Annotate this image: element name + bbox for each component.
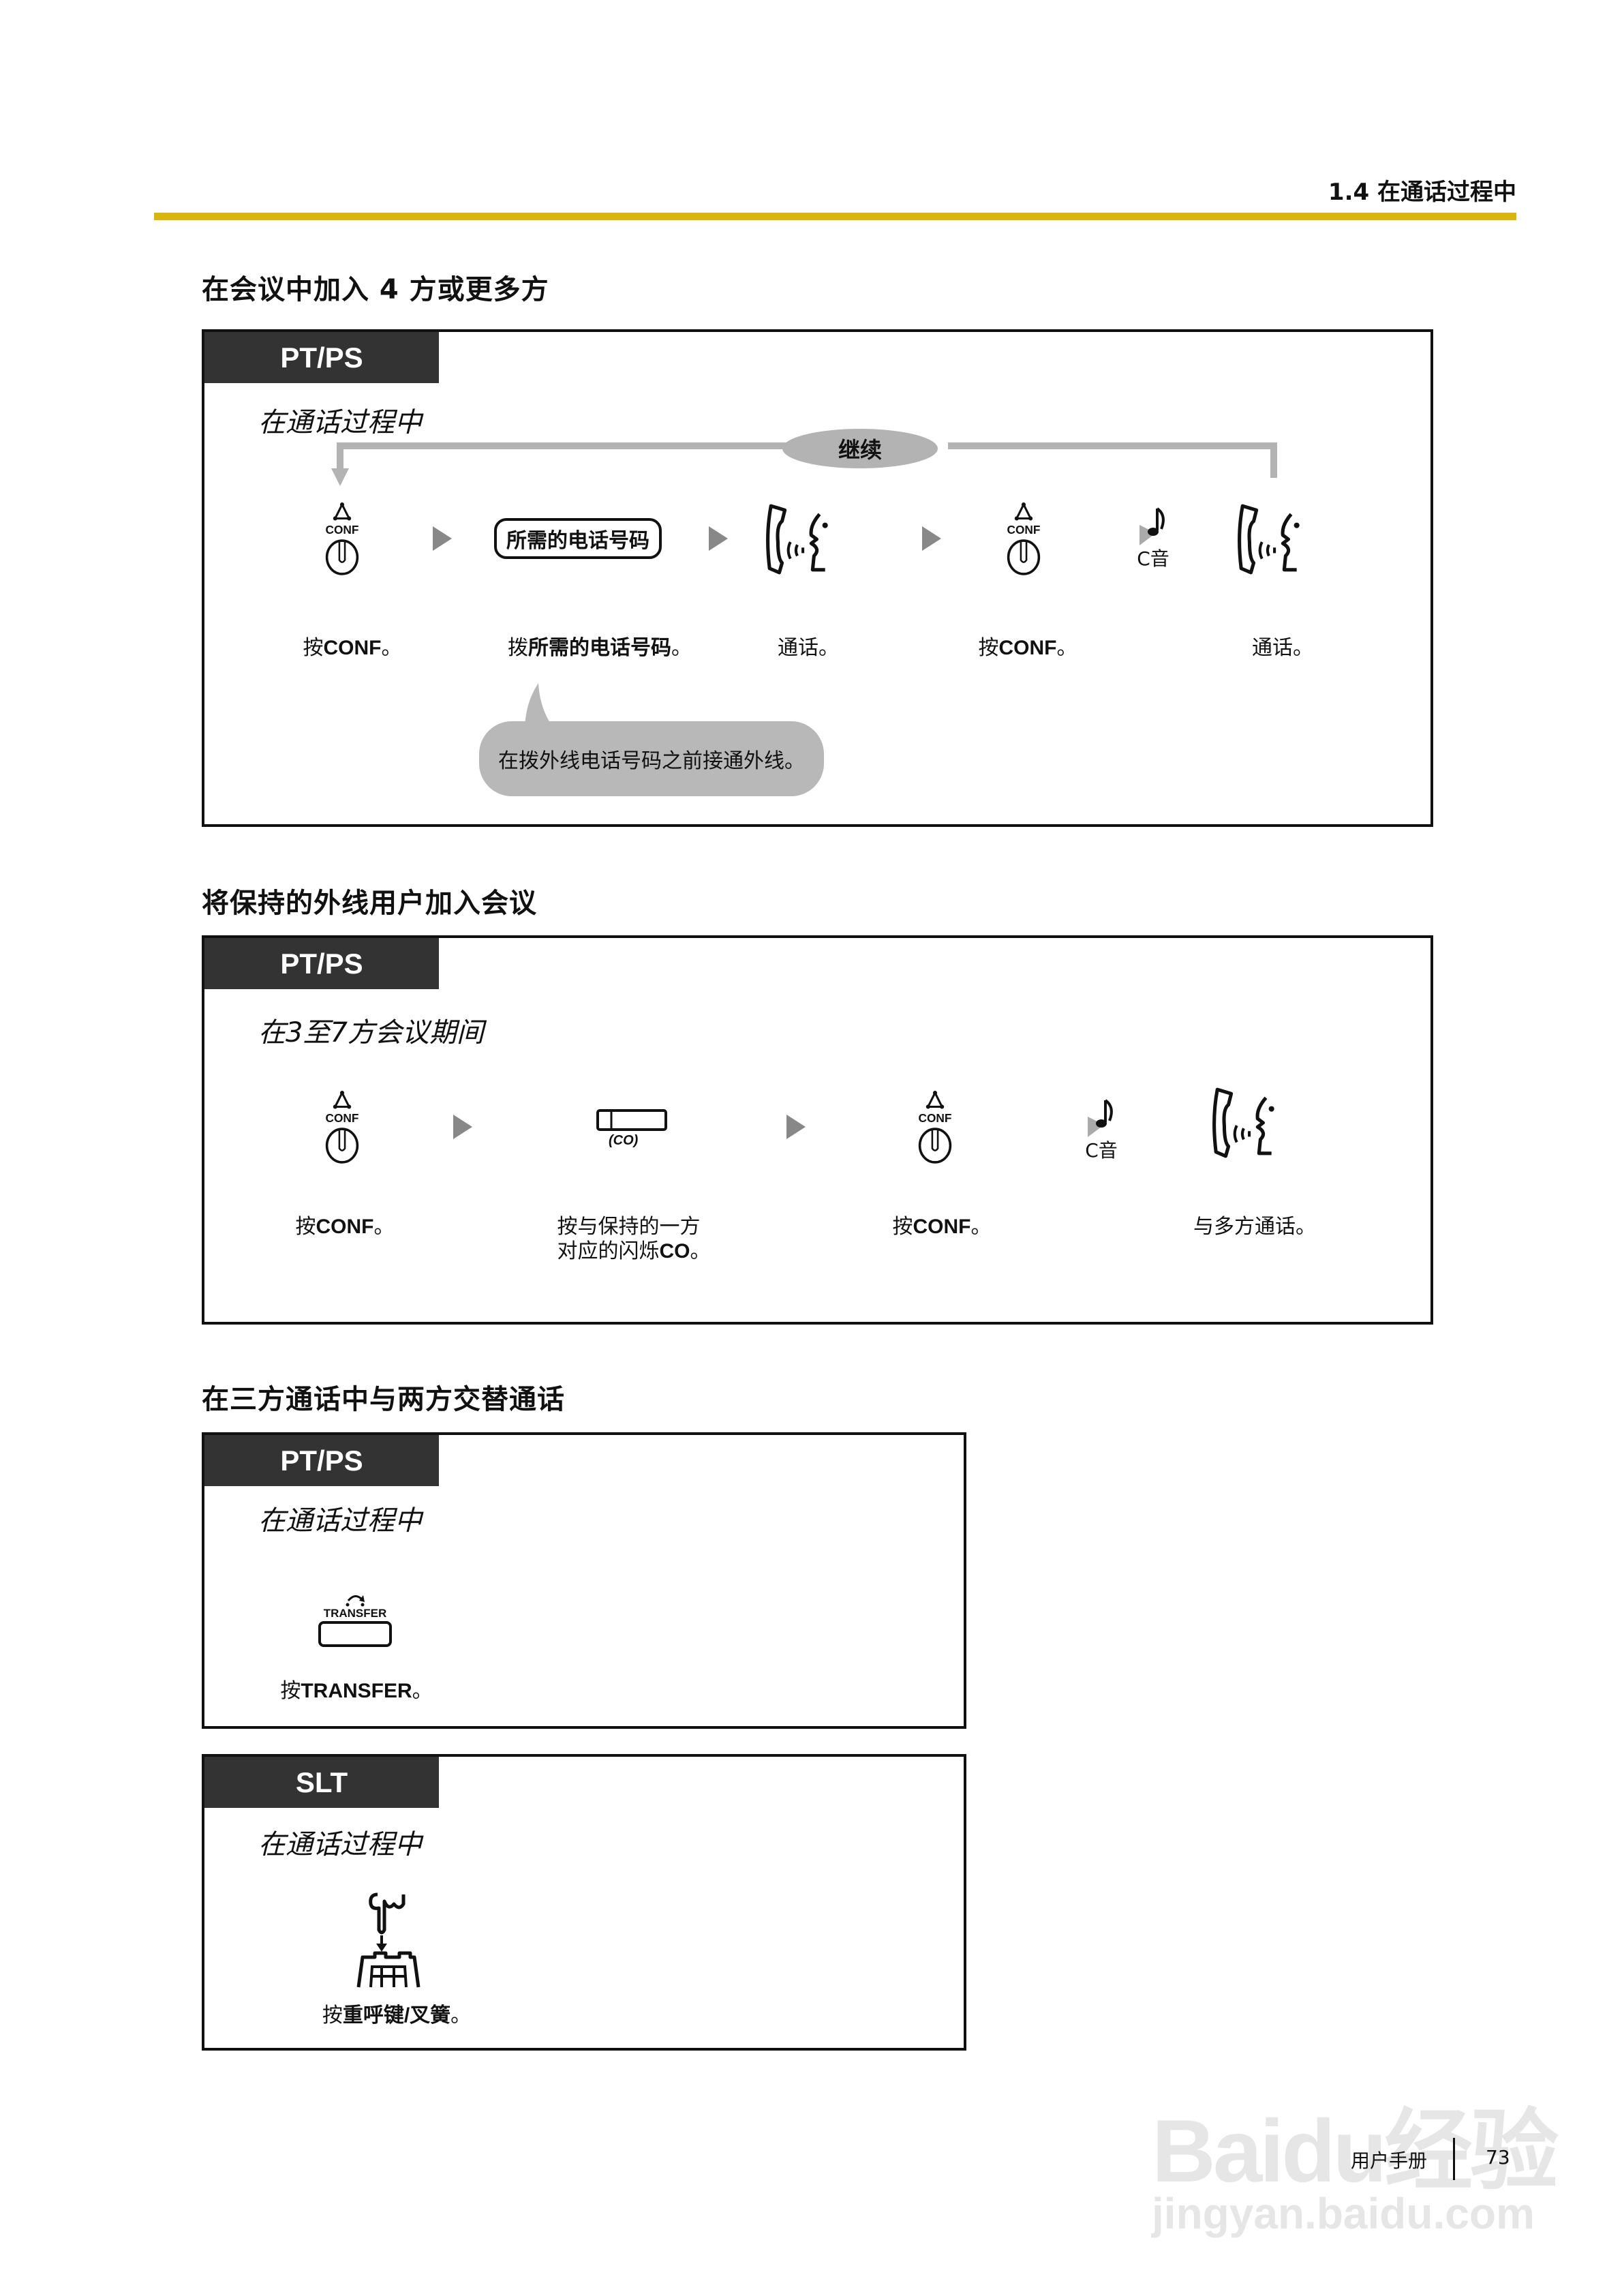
step-arrow-icon bbox=[433, 526, 452, 551]
step-label-press-flash-hookswitch: 按重呼键/叉簧。 bbox=[322, 2004, 472, 2027]
tone-label: C音 bbox=[1085, 1139, 1118, 1162]
continue-loop-badge: 继续 bbox=[782, 429, 938, 468]
tab-slt: SLT bbox=[204, 1757, 439, 1808]
step-arrow-icon bbox=[786, 1115, 806, 1139]
footer-manual-label: 用户手册 bbox=[1351, 2149, 1428, 2172]
continue-loop-arrow-icon bbox=[331, 468, 349, 486]
step-label-press-conf: 按CONF。 bbox=[295, 1215, 395, 1239]
handset-talk-icon bbox=[1208, 1084, 1284, 1160]
baidu-watermark-logo: Baidu经验 bbox=[1152, 2101, 1559, 2201]
tone-icon bbox=[1081, 1098, 1122, 1138]
step-arrow-icon bbox=[453, 1115, 472, 1139]
step-label-talk: 通话。 bbox=[1252, 636, 1313, 660]
continue-loop-line-left bbox=[337, 442, 906, 449]
procedure-box-pt-ps-add-held: PT/PS 在3至7方会议期间 C音 按CONF。 按与保持的一方 对应的闪烁C… bbox=[202, 935, 1433, 1325]
tab-pt-ps: PT/PS bbox=[204, 1435, 439, 1486]
step-label-press-transfer: 按TRANSFER。 bbox=[280, 1679, 433, 1703]
confirmation-tone: C音 bbox=[1133, 506, 1174, 571]
tone-label: C音 bbox=[1137, 547, 1169, 570]
co-button-icon[interactable] bbox=[595, 1106, 670, 1147]
step-label-talk: 通话。 bbox=[778, 636, 839, 660]
section-title-add-held-line: 将保持的外线用户加入会议 bbox=[202, 888, 537, 919]
step-label-press-conf: 按CONF。 bbox=[978, 636, 1077, 660]
tab-pt-ps: PT/PS bbox=[204, 938, 439, 989]
continue-label: 继续 bbox=[838, 437, 882, 463]
continue-loop-line-right bbox=[948, 442, 1277, 449]
transfer-button-icon[interactable] bbox=[314, 1588, 396, 1650]
step-arrow-icon bbox=[922, 526, 941, 551]
condition-during-conference: 在3至7方会议期间 bbox=[258, 1017, 484, 1048]
tab-pt-ps: PT/PS bbox=[204, 332, 439, 383]
conf-button-icon bbox=[321, 500, 363, 577]
procedure-box-pt-ps-transfer: PT/PS 在通话过程中 按TRANSFER。 bbox=[202, 1432, 966, 1729]
continue-loop-line-up bbox=[1270, 442, 1277, 478]
condition-during-call: 在通话过程中 bbox=[258, 1505, 422, 1537]
condition-during-call: 在通话过程中 bbox=[258, 1829, 422, 1860]
confirmation-tone: C音 bbox=[1081, 1098, 1122, 1163]
condition-during-call: 在通话过程中 bbox=[258, 407, 422, 438]
handset-talk-icon bbox=[1233, 500, 1309, 577]
desired-number-box: 所需的电话号码 bbox=[494, 518, 662, 559]
continue-loop-line-down bbox=[337, 442, 343, 471]
step-label-dial-number: 拨所需的电话号码。 bbox=[508, 636, 692, 660]
step-label-talk-multiparty: 与多方通话。 bbox=[1193, 1215, 1316, 1239]
section-title-add-4-parties: 在会议中加入 4 方或更多方 bbox=[202, 274, 549, 305]
running-header-section: 1.4 在通话过程中 bbox=[1328, 179, 1516, 206]
header-rule bbox=[154, 213, 1516, 220]
footer-page-number: 73 bbox=[1486, 2146, 1510, 2169]
section-title-alternate-talk: 在三方通话中与两方交替通话 bbox=[202, 1384, 565, 1415]
step-label-press-conf: 按CONF。 bbox=[303, 636, 402, 660]
conf-button-icon bbox=[914, 1089, 956, 1165]
step-arrow-icon bbox=[709, 526, 728, 551]
procedure-box-pt-ps-add-parties: PT/PS 在通话过程中 继续 所需的电话号码 C音 按CONF。 拨所需的电话… bbox=[202, 329, 1433, 827]
step-label-press-conf: 按CONF。 bbox=[892, 1215, 992, 1239]
conf-button-icon bbox=[321, 1089, 363, 1165]
note-bubble: 在拨外线电话号码之前接通外线。 bbox=[479, 721, 824, 796]
procedure-box-slt-hookswitch: SLT 在通话过程中 按重呼键/叉簧。 bbox=[202, 1754, 966, 2051]
hookswitch-press-icon bbox=[352, 1888, 427, 1990]
tone-icon bbox=[1133, 506, 1174, 547]
footer-separator bbox=[1453, 2138, 1455, 2180]
note-text: 在拨外线电话号码之前接通外线。 bbox=[498, 749, 805, 773]
note-bubble-tail bbox=[525, 683, 555, 731]
handset-talk-icon bbox=[761, 500, 838, 577]
step-label-press-co: 按与保持的一方 对应的闪烁CO。 bbox=[557, 1215, 711, 1263]
baidu-watermark-url: jingyan.baidu.com bbox=[1152, 2189, 1535, 2238]
conf-button-icon bbox=[1003, 500, 1045, 577]
